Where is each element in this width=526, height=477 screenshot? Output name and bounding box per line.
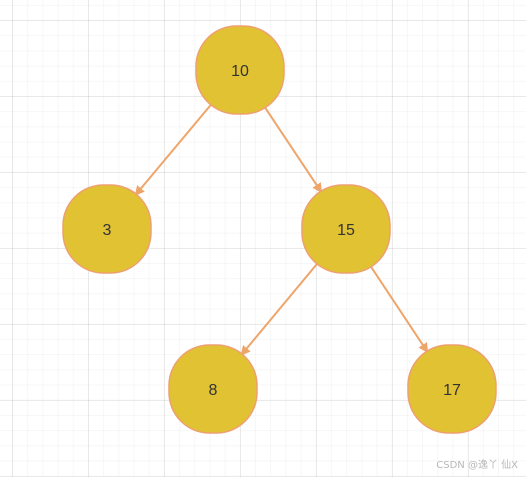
node-circle [407, 344, 497, 434]
node-label: 15 [337, 222, 355, 239]
tree-node-10: 10 [195, 25, 285, 115]
tree-node-3: 3 [62, 184, 152, 274]
node-circle [168, 344, 258, 434]
node-label: 17 [443, 382, 461, 399]
node-circle [301, 184, 391, 274]
tree-node-8: 8 [168, 344, 258, 434]
node-label: 8 [209, 382, 218, 399]
tree-node-15: 15 [301, 184, 391, 274]
watermark: CSDN @逸丫 仙X [436, 460, 518, 471]
edge-n10-n3 [134, 103, 213, 197]
tree-node-17: 17 [407, 344, 497, 434]
edges-layer [134, 103, 429, 356]
node-label: 3 [103, 222, 112, 239]
node-circle [195, 25, 285, 115]
edge-n15-n8 [240, 262, 319, 356]
node-circle [62, 184, 152, 274]
nodes-layer: 10 3 15 8 17 [62, 25, 497, 434]
node-label: 10 [231, 63, 249, 80]
edge-n10-n15 [263, 106, 323, 194]
edge-n15-n17 [369, 265, 429, 354]
